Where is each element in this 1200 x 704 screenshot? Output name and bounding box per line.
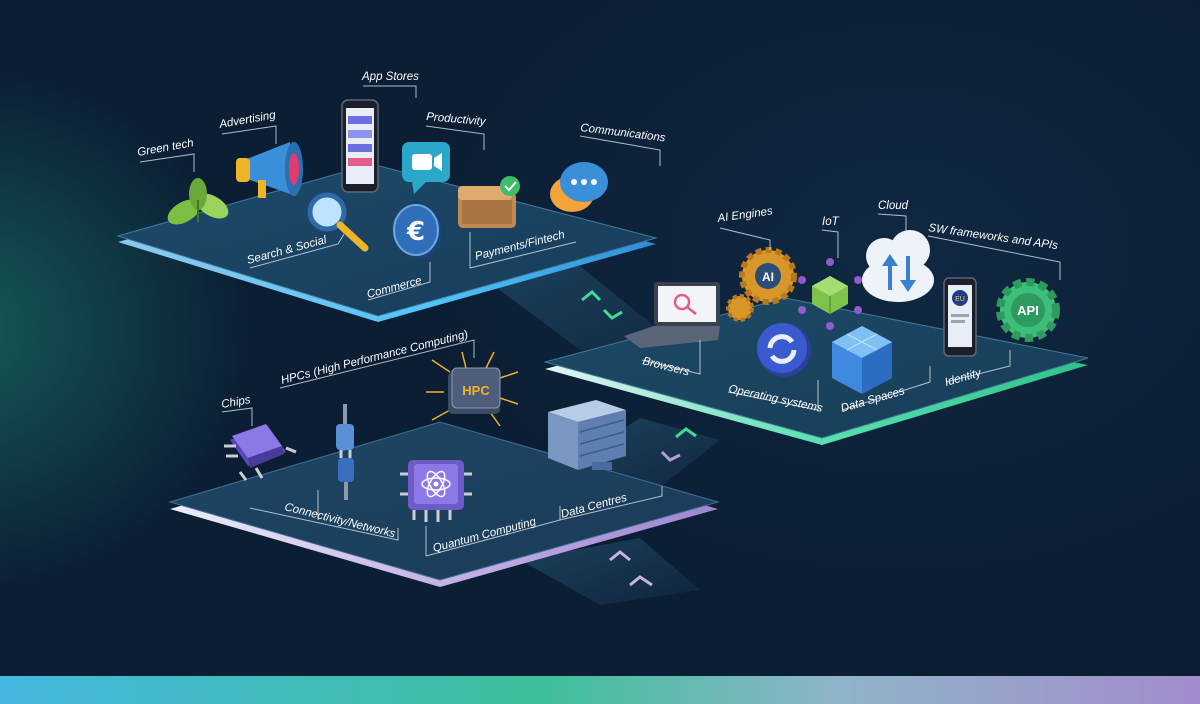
iot-cube-icon xyxy=(798,258,862,330)
label-ai-engines: AI Engines xyxy=(716,205,774,225)
leader-line xyxy=(221,407,253,426)
chevron-down-icon xyxy=(660,450,681,462)
leader-line xyxy=(367,262,431,301)
hpc-chip-text: HPC xyxy=(462,383,490,398)
label-sw-frameworks: SW frameworks and APIs xyxy=(928,222,1059,252)
data-cubes-icon xyxy=(832,326,892,394)
leader-line xyxy=(249,233,345,269)
chevron-up-icon xyxy=(581,289,602,302)
leader-line xyxy=(279,339,475,389)
label-chips: Chips xyxy=(220,394,251,411)
plug-icon xyxy=(336,404,354,500)
footer-gradient-bar xyxy=(0,676,1200,704)
phone-icon xyxy=(341,99,379,193)
leader-line xyxy=(249,507,399,541)
cloud-sync-icon xyxy=(862,230,934,302)
api-gear-icon: API xyxy=(996,278,1060,342)
svg-text:€: € xyxy=(406,217,425,247)
beam-bottom-out xyxy=(520,538,700,605)
leader-line xyxy=(841,366,931,411)
leader-line xyxy=(425,125,485,150)
chip-icon xyxy=(224,424,297,481)
leader-line xyxy=(363,85,417,98)
label-app-stores: App Stores xyxy=(361,71,419,83)
mobile-id-icon: EU xyxy=(943,277,977,357)
video-chat-icon xyxy=(402,142,450,194)
label-communications: Communications xyxy=(580,122,667,144)
leader-line xyxy=(579,135,661,166)
magnifier-icon xyxy=(307,192,369,252)
label-productivity: Productivity xyxy=(426,111,488,128)
ai-gear-text: AI xyxy=(762,270,774,284)
gear-icon: AI xyxy=(726,247,797,322)
megaphone-icon xyxy=(236,142,303,198)
refresh-icon xyxy=(757,323,811,377)
euro-coin-icon: € xyxy=(393,204,442,258)
leader-line xyxy=(945,350,1011,383)
leader-line xyxy=(641,340,701,375)
leader-line xyxy=(821,229,839,258)
api-gear-text: API xyxy=(1017,303,1039,318)
leader-line xyxy=(727,380,819,411)
leader-line xyxy=(139,153,195,172)
laptop-icon xyxy=(624,282,720,348)
wallet-icon xyxy=(458,176,520,228)
leader-line xyxy=(559,486,663,521)
quantum-chip-icon xyxy=(400,460,472,522)
server-icon xyxy=(548,400,626,470)
leader-line xyxy=(719,227,771,250)
chevron-up-icon xyxy=(629,575,653,587)
chat-bubble-icon xyxy=(550,162,608,212)
chevron-up-icon xyxy=(675,427,697,439)
chevron-down-icon xyxy=(602,308,623,320)
label-iot: IoT xyxy=(822,216,840,228)
leader-line xyxy=(469,241,577,269)
leaf-icon xyxy=(167,178,229,225)
label-hpcs: HPCs (High Performance Computing) xyxy=(280,329,470,387)
leader-line xyxy=(221,125,277,144)
leader-line xyxy=(877,213,907,232)
label-advertising: Advertising xyxy=(217,109,277,131)
label-cloud: Cloud xyxy=(878,200,909,212)
chevron-up-icon xyxy=(609,550,631,562)
leader-line xyxy=(927,235,1061,280)
eu-badge-text: EU xyxy=(955,296,965,303)
hpc-chip-icon: HPC xyxy=(426,351,519,427)
